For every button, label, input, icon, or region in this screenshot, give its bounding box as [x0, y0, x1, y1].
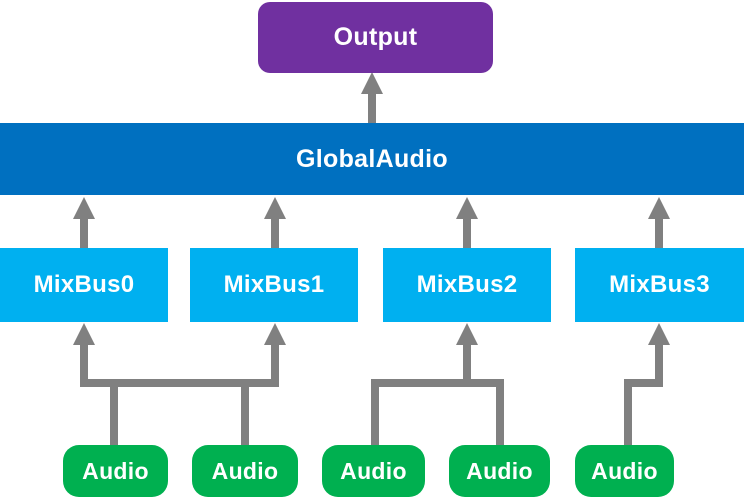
- node-output: Output: [258, 2, 493, 73]
- arrow-mixbus0-to-globalaudio: [73, 197, 95, 248]
- wire-audio-group-2-to-mixbus2: [371, 323, 504, 445]
- node-audio-4: Audio: [449, 445, 550, 497]
- arrow-mixbus3-to-globalaudio: [648, 197, 670, 248]
- node-globalaudio: GlobalAudio: [0, 123, 744, 195]
- wire-audio-group-1-to-mixbus0-mixbus1: [73, 323, 286, 445]
- node-mixbus1: MixBus1: [190, 248, 358, 322]
- node-audio-5: Audio: [575, 445, 674, 497]
- node-mixbus0: MixBus0: [0, 248, 168, 322]
- arrow-globalaudio-to-output: [361, 72, 383, 123]
- arrow-mixbus1-to-globalaudio: [264, 197, 286, 248]
- node-audio-2: Audio: [192, 445, 298, 497]
- node-mixbus3: MixBus3: [575, 248, 744, 322]
- node-audio-1: Audio: [63, 445, 168, 497]
- arrow-mixbus2-to-globalaudio: [456, 197, 478, 248]
- wire-audio-5-to-mixbus3: [624, 323, 670, 445]
- node-audio-3: Audio: [322, 445, 425, 497]
- node-mixbus2: MixBus2: [383, 248, 551, 322]
